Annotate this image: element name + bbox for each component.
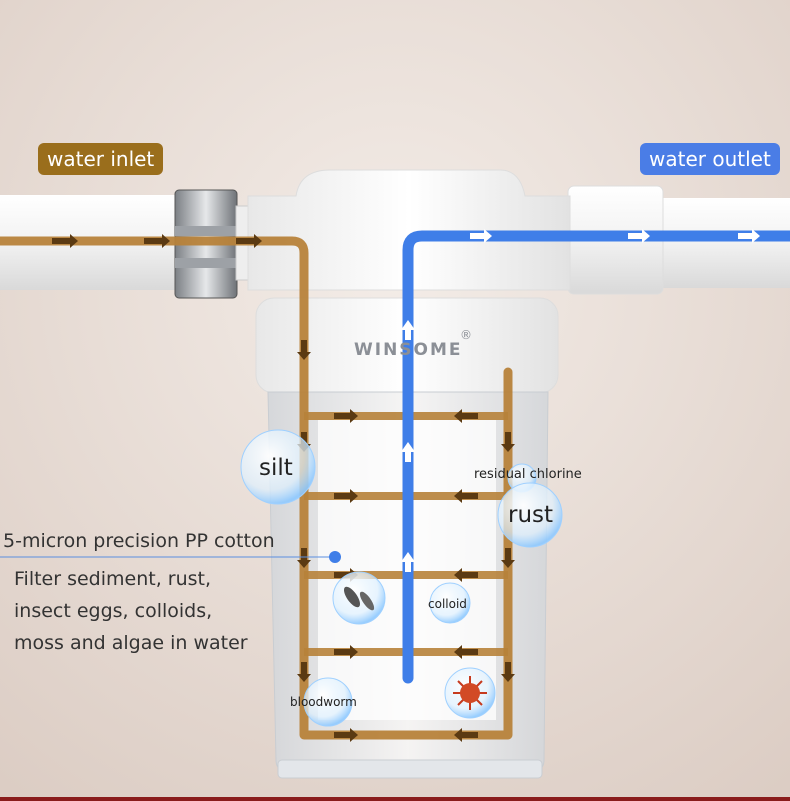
flow-arrow-icon [401, 229, 760, 572]
rust-bubble [497, 482, 563, 548]
description-line: insect eggs, colloids, [14, 600, 213, 622]
inlet-nut-band [175, 258, 237, 268]
bloodworm-label: bloodworm [290, 695, 357, 709]
description-line: Filter sediment, rust, [14, 568, 212, 590]
description-pointer-icon [329, 551, 341, 563]
silt-bubble [240, 429, 316, 505]
flow-arrow-icon [454, 409, 478, 742]
bowl-base [277, 759, 543, 779]
filter-head [247, 169, 571, 291]
bacteria-icon [343, 586, 375, 611]
residual-chlorine-label: residual chlorine [474, 467, 582, 482]
silt-label: silt [259, 455, 293, 481]
rust-label: rust [508, 502, 554, 528]
virus-icon [453, 676, 487, 710]
registered-mark: ® [460, 328, 472, 342]
insect-egg-bubble [332, 571, 386, 625]
colloid-bubble [429, 582, 471, 624]
bloodworm-bubble [303, 677, 353, 727]
brand-logo: WINSOME [354, 340, 463, 360]
description-line: moss and algae in water [14, 632, 248, 654]
colloid-label: colloid [428, 597, 467, 611]
bottom-edge [0, 797, 790, 801]
description-title: 5-micron precision PP cotton [3, 530, 275, 552]
water-outlet-label: water outlet [640, 143, 780, 175]
outlet-flow-path [402, 230, 790, 684]
water-inlet-label: water inlet [38, 143, 164, 175]
inlet-nut-band [175, 226, 237, 236]
